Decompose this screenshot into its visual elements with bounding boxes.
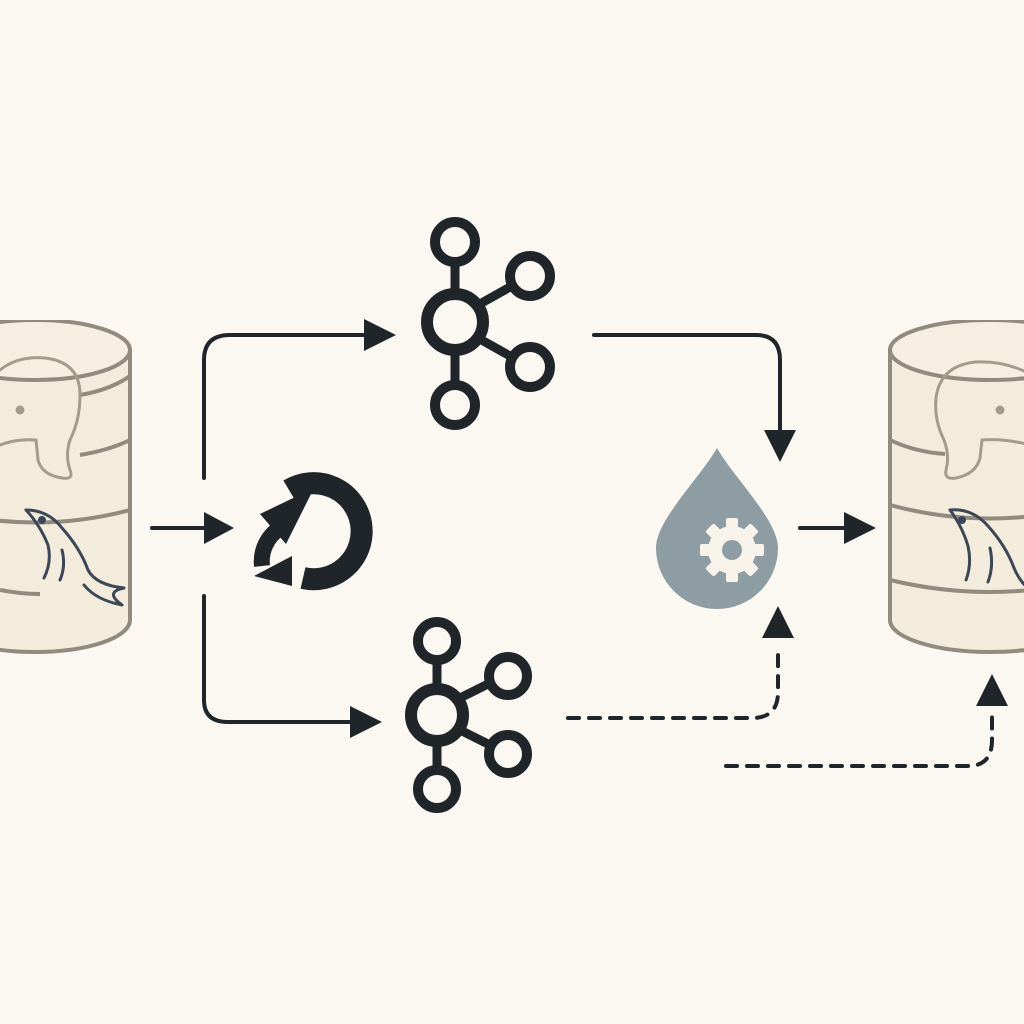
edge-kafka-bottom-to-processor [566,644,780,720]
source-database-body [0,348,132,654]
edge-sync-to-kafka-top [202,333,370,480]
edge-kafka-top-to-processor [592,333,782,434]
solid-arrowheads [204,319,876,738]
kafka-icon [405,617,532,813]
edge-sync-to-kafka-bottom [202,594,354,724]
solid-edges [150,333,848,724]
source-database-ring [79,438,131,457]
dashed-arrowheads [762,606,1008,706]
mysql-dolphin-icon [948,508,1024,587]
sync-cycle-icon [253,472,373,591]
postgresql-elephant-icon [0,356,82,480]
target-database-ring [889,578,1024,594]
target-database [888,320,1024,654]
source-database [0,320,132,654]
source-database-top [0,320,132,382]
mysql-dolphin-icon [24,508,126,607]
target-database-top [888,320,1024,382]
target-database-ring [889,503,1024,521]
arrowhead [364,319,396,351]
arrowhead [350,706,382,738]
dashed-edges [566,644,994,768]
source-database-ring [0,588,41,596]
arrowhead [976,674,1008,706]
arrowhead [764,430,796,462]
target-database-ring [889,438,946,456]
water-drop-gear-icon [656,448,778,609]
arrowhead [844,512,876,544]
source-database-ring [79,374,132,397]
postgresql-elephant-icon [934,360,1024,480]
edge-kafka-bottom-to-target [724,710,994,768]
arrowhead [204,512,234,544]
target-database-body [888,348,1024,654]
arrowhead [762,606,794,638]
kafka-icon [421,217,555,430]
gear-icon [700,518,764,582]
